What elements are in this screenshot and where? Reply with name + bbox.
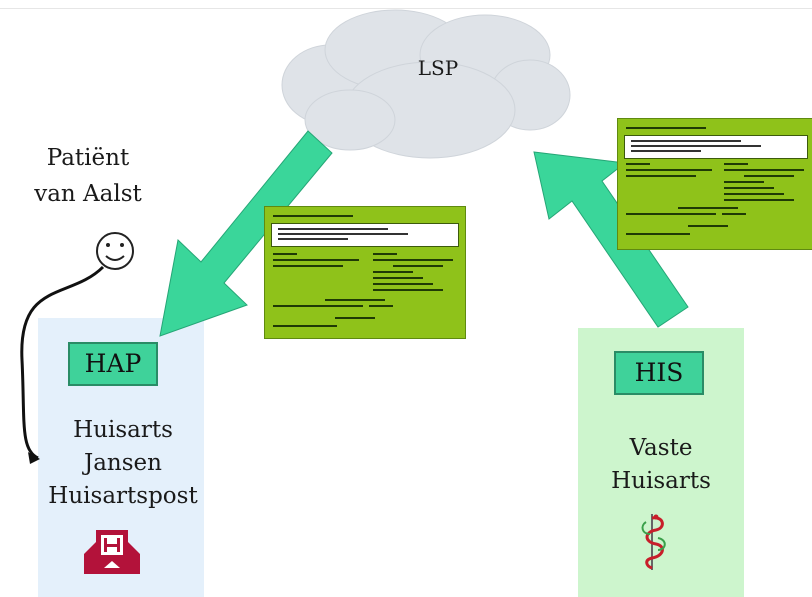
hap-line-2: Jansen (84, 450, 162, 476)
arrow-down-left (159, 130, 333, 337)
cloud-shape (281, 9, 571, 159)
hap-text: Huisarts Jansen Huisartspost (36, 414, 210, 513)
patient-connector (20, 265, 105, 460)
hospital-building-icon (84, 530, 140, 574)
his-line-2: Huisarts (611, 468, 711, 494)
hap-line-1: Huisarts (73, 417, 173, 443)
his-line-1: Vaste (629, 435, 693, 461)
top-divider (0, 8, 812, 9)
cloud-label: LSP (417, 56, 459, 80)
his-tag: HIS (614, 351, 704, 395)
smiley-face-icon (96, 232, 134, 270)
his-text: Vaste Huisarts (578, 432, 744, 498)
hap-line-3: Huisartspost (48, 483, 198, 509)
patient-line-1: Patiënt (46, 145, 130, 171)
patient-line-2: van Aalst (34, 181, 142, 207)
caduceus-icon (641, 514, 666, 570)
document-card-center (264, 206, 466, 339)
document-card-right (617, 118, 812, 250)
hap-tag: HAP (68, 342, 158, 386)
patient-label: Patiënt van Aalst (18, 140, 158, 212)
